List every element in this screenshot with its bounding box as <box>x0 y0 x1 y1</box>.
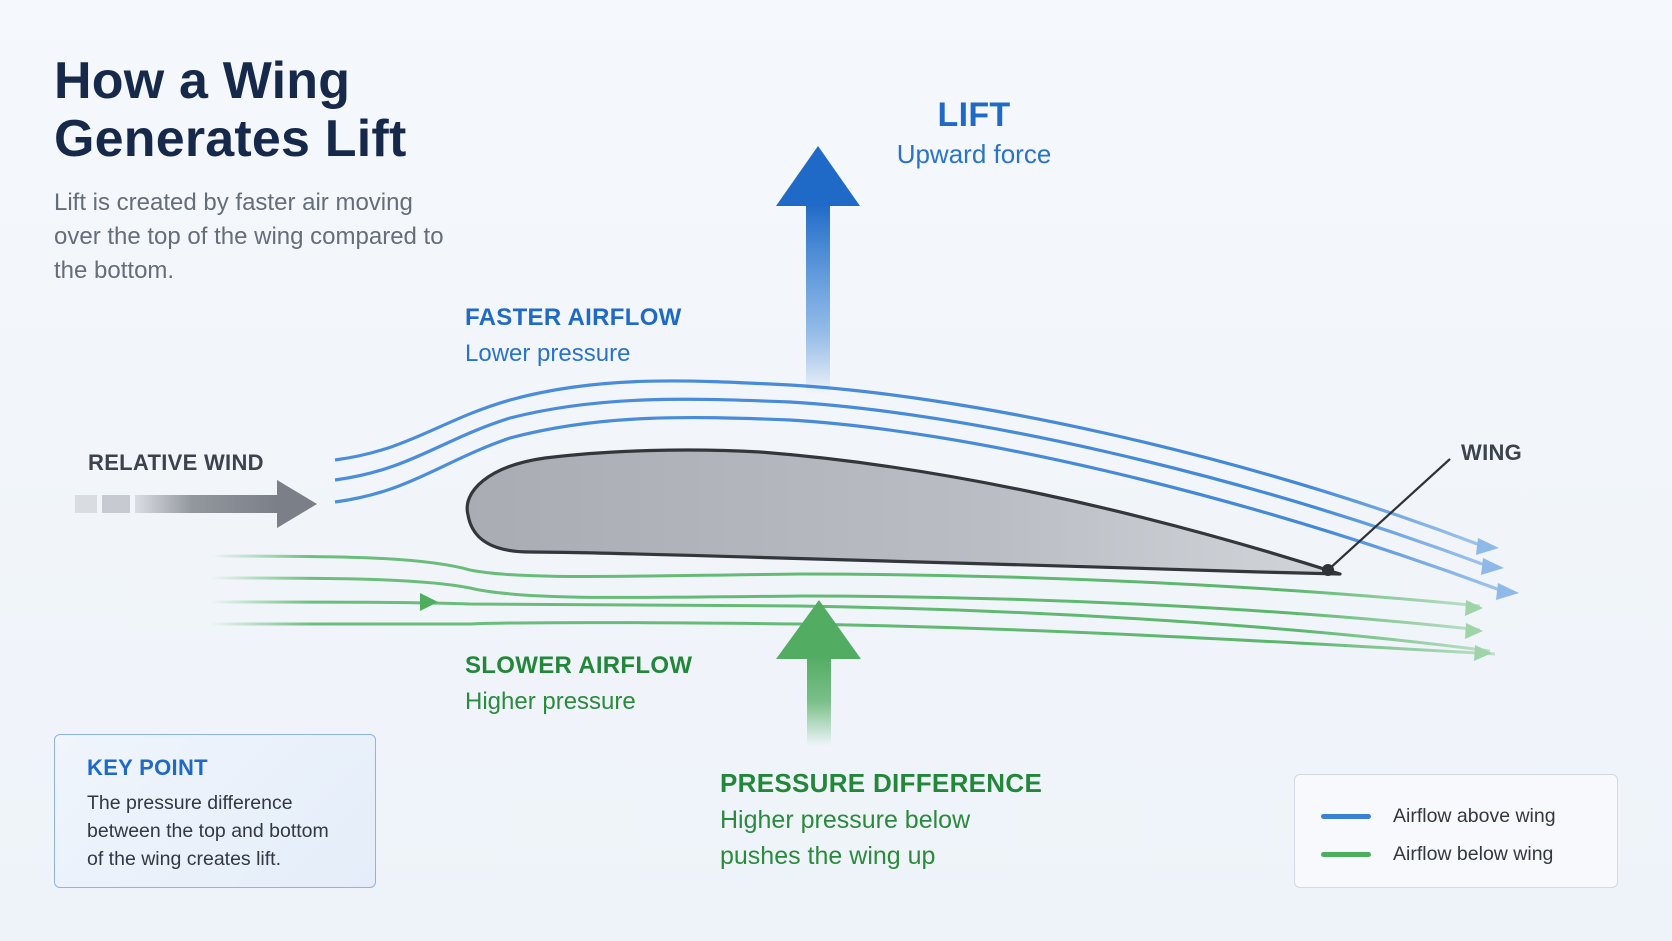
lower-mid-arrowhead <box>420 593 438 611</box>
pressure-arrow-head <box>776 600 861 659</box>
upper-streamline-2 <box>334 397 1486 567</box>
pressure-arrow <box>776 600 861 746</box>
wind-arrow-head <box>277 480 317 528</box>
upper-arrowhead-3 <box>1496 583 1519 600</box>
relative-wind-label: RELATIVE WIND <box>88 450 264 475</box>
lift-arrow-head <box>776 146 860 206</box>
slower-airflow-sub: Higher pressure <box>465 688 636 715</box>
faster-airflow-sub: Lower pressure <box>465 340 631 367</box>
pressure-difference-sub-2: pushes the wing up <box>720 842 936 870</box>
lift-label-title: LIFT <box>937 96 1011 134</box>
pressure-difference-sub-1: Higher pressure below <box>720 806 971 834</box>
lower-streamline-4 <box>209 621 1496 656</box>
slower-airflow-title: SLOWER AIRFLOW <box>465 652 693 679</box>
pressure-difference-title: PRESSURE DIFFERENCE <box>720 768 1043 798</box>
legend-swatch-above <box>1321 813 1371 819</box>
upper-arrowhead-1 <box>1476 538 1499 555</box>
lift-label-sub: Upward force <box>896 139 1052 169</box>
lower-streamline-1 <box>209 554 1481 608</box>
pressure-arrow-shaft <box>807 656 831 746</box>
lower-streamline-3 <box>209 600 1491 653</box>
wind-arrow-shaft <box>135 495 277 513</box>
upper-streamline-3 <box>334 415 1501 592</box>
key-point-title: KEY POINT <box>87 755 208 780</box>
pressure-difference-label: PRESSURE DIFFERENCE Higher pressure belo… <box>720 768 1080 871</box>
wind-dash-1 <box>75 495 97 513</box>
lower-streamline-2 <box>209 576 1481 632</box>
legend-swatch-below <box>1321 851 1371 857</box>
lift-label: LIFT Upward force <box>884 96 1064 170</box>
title-line-2: Generates Lift <box>54 110 407 168</box>
slower-airflow-label: SLOWER AIRFLOW Higher pressure <box>465 652 692 716</box>
lower-arrowhead-3 <box>1474 645 1492 661</box>
lift-arrow <box>776 146 860 394</box>
upper-streamline-1 <box>334 379 1481 547</box>
wing-airfoil <box>465 448 1342 576</box>
legend-item-above: Airflow above wing <box>1321 797 1591 835</box>
upper-arrowhead-2 <box>1481 558 1504 575</box>
upper-airflow-lines <box>334 379 1501 592</box>
legend-label-below: Airflow below wing <box>1393 842 1554 865</box>
page-subtitle: Lift is created by faster air moving ove… <box>54 189 444 284</box>
relative-wind-arrow <box>75 480 317 528</box>
lower-airflow-arrowheads <box>1465 600 1492 661</box>
legend-item-below: Airflow below wing <box>1321 835 1591 873</box>
legend-label-above: Airflow above wing <box>1393 804 1556 827</box>
page-title: How a Wing Generates Lift <box>54 52 406 168</box>
key-point-body: The pressure difference between the top … <box>87 792 329 870</box>
wind-dash-2 <box>102 495 130 513</box>
upper-airflow-arrowheads <box>1476 538 1519 600</box>
lower-arrowhead-1 <box>1465 600 1483 616</box>
lower-airflow-lines <box>209 554 1496 656</box>
faster-airflow-label: FASTER AIRFLOW Lower pressure <box>465 304 682 368</box>
title-line-1: How a Wing <box>54 52 351 110</box>
faster-airflow-title: FASTER AIRFLOW <box>465 304 682 331</box>
wing-pointer-dot <box>1322 564 1334 576</box>
wing-label: WING <box>1461 440 1523 465</box>
wing-pointer-line <box>1327 458 1451 571</box>
legend: Airflow above wing Airflow below wing <box>1294 774 1618 888</box>
lift-arrow-shaft <box>806 204 830 394</box>
lower-arrowhead-2 <box>1465 623 1483 639</box>
key-point-box: KEY POINT The pressure difference betwee… <box>54 734 376 888</box>
